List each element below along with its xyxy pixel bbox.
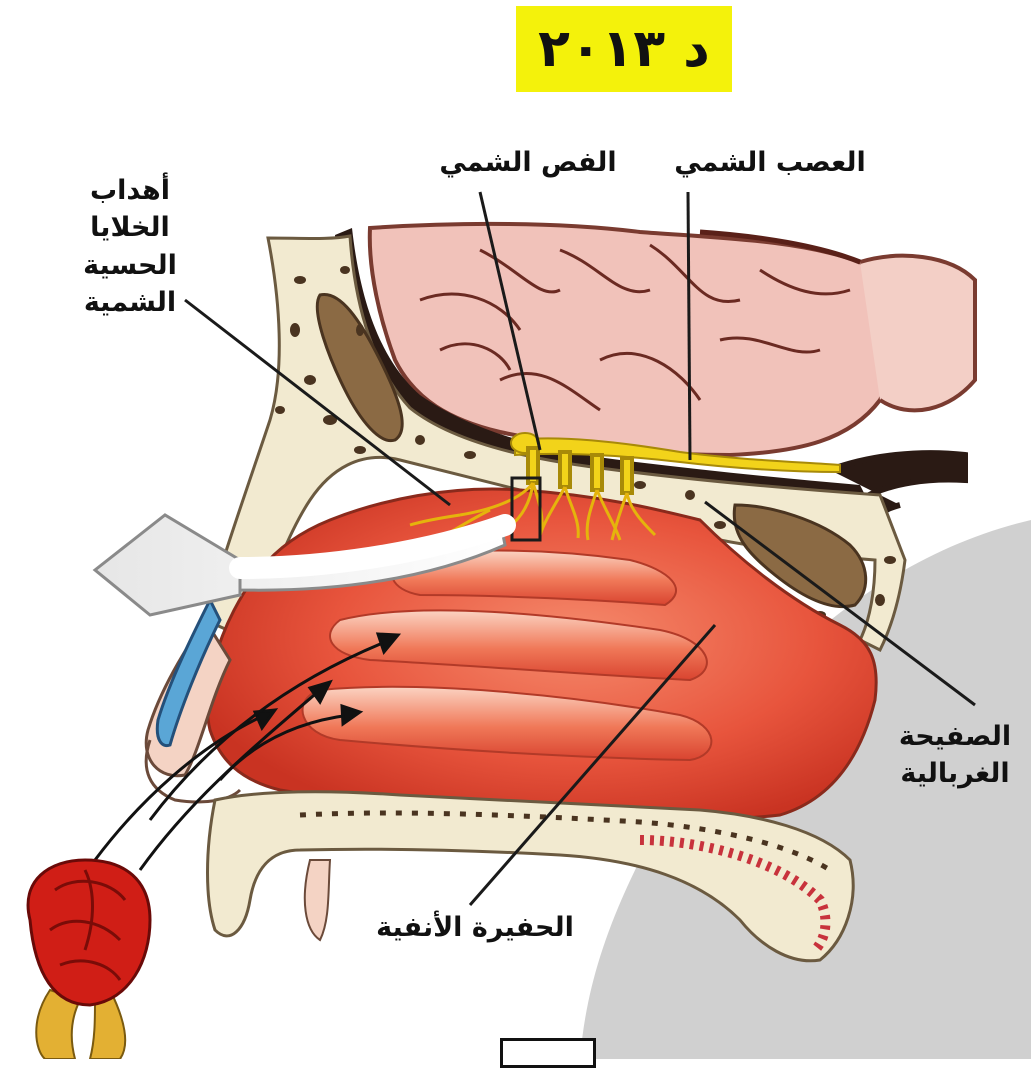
label-sensory-cilia-line-1: أهداب bbox=[55, 172, 205, 209]
label-olfactory-bulb: الفص الشمي bbox=[418, 147, 638, 179]
label-olfactory-nerve: العصب الشمي bbox=[655, 147, 885, 179]
label-sensory-cilia: أهداب الخلايا الحسية الشمية bbox=[55, 172, 205, 321]
label-cribriform-plate-line-2: الغربالية bbox=[885, 755, 1025, 792]
label-nasal-cavity: الحفيرة الأنفية bbox=[345, 912, 605, 944]
label-cribriform-plate-line-1: الصفيحة bbox=[885, 718, 1025, 755]
rose-flower bbox=[28, 860, 150, 1059]
bottom-frame-box bbox=[500, 1038, 596, 1068]
label-cribriform-plate: الصفيحة الغربالية bbox=[885, 718, 1025, 793]
label-sensory-cilia-line-2: الخلايا bbox=[55, 209, 205, 246]
label-sensory-cilia-line-3: الحسية bbox=[55, 247, 205, 284]
year-badge: د ٢٠١٣ bbox=[516, 6, 732, 92]
label-sensory-cilia-line-4: الشمية bbox=[55, 284, 205, 321]
